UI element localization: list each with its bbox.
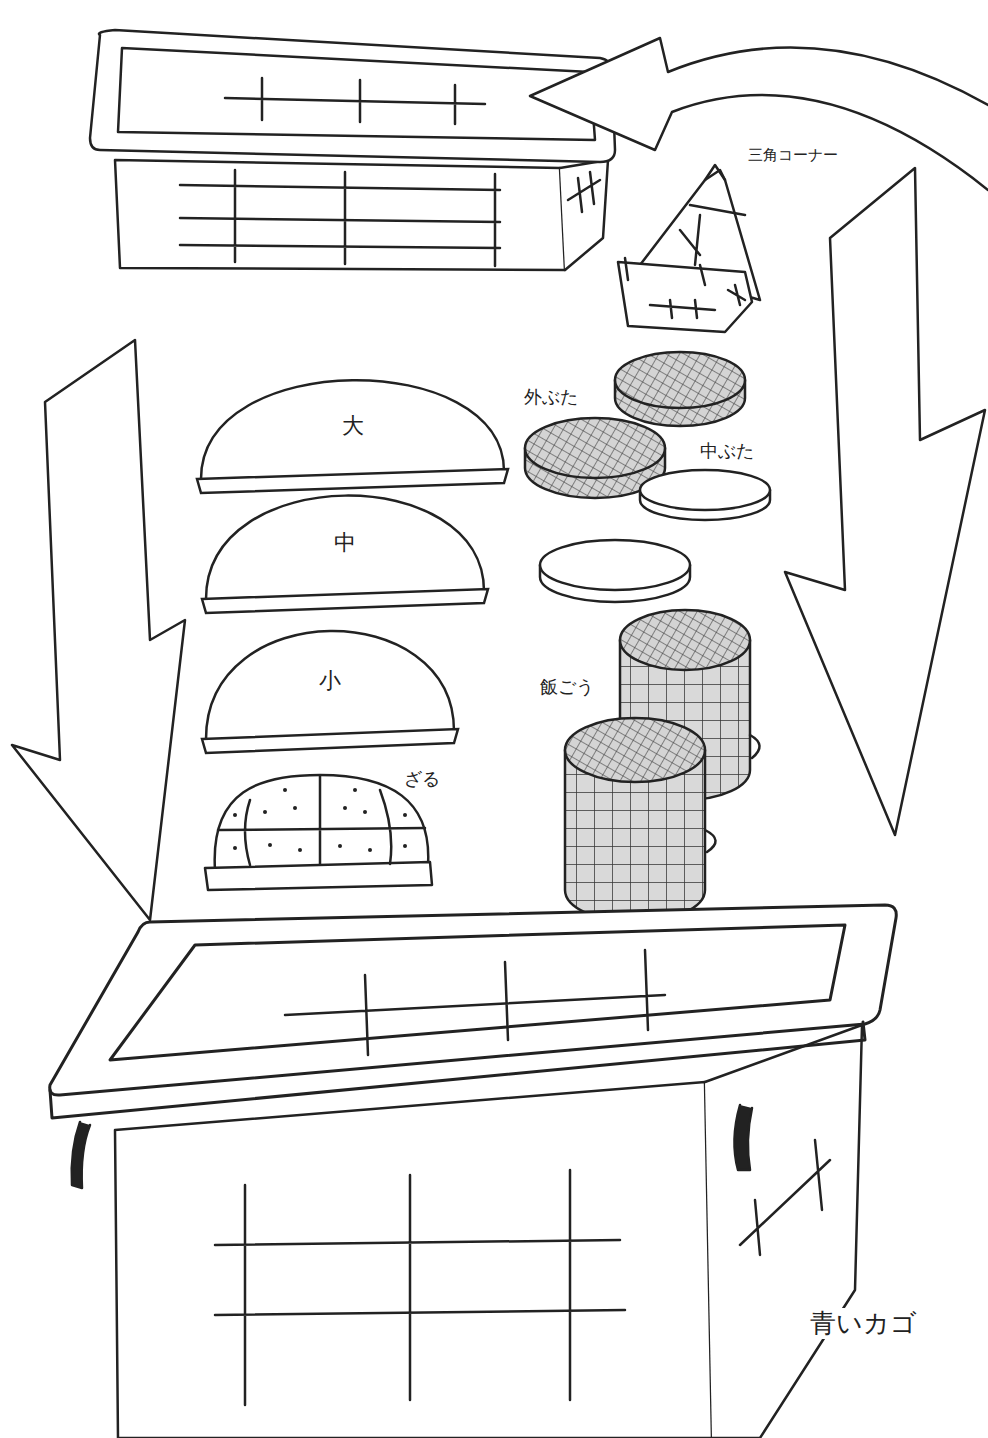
part-name: 青いカゴ <box>808 1308 919 1339</box>
bowl: 小 <box>200 625 460 755</box>
size-mark: 大 <box>342 413 364 439</box>
rice-pot <box>565 610 760 922</box>
part-name: 三角コーナー <box>746 146 840 164</box>
bowl-dome <box>201 380 504 479</box>
top-basket <box>90 30 615 270</box>
inner-lid <box>540 470 770 602</box>
bowl-rim <box>202 589 488 613</box>
blue-basket <box>50 905 897 1438</box>
part-name: 飯ごう <box>538 676 596 698</box>
bowl-dome <box>206 496 484 599</box>
bowl: 大 <box>195 375 510 495</box>
bowl-dome <box>206 631 454 739</box>
colander <box>205 775 432 890</box>
bowl-rim <box>202 729 458 753</box>
size-mark: 中 <box>334 530 356 556</box>
part-name: 中ぶた <box>698 440 756 462</box>
sink-corner <box>618 165 760 332</box>
return-arrow <box>530 38 988 190</box>
size-mark: 小 <box>319 668 341 694</box>
part-name: ざる <box>402 768 442 790</box>
down-arrow <box>12 340 185 920</box>
part-name: 外ぶた <box>522 386 580 408</box>
bowl: 中 <box>200 490 490 615</box>
bowl-rim <box>197 469 508 493</box>
down-arrow <box>785 168 985 835</box>
